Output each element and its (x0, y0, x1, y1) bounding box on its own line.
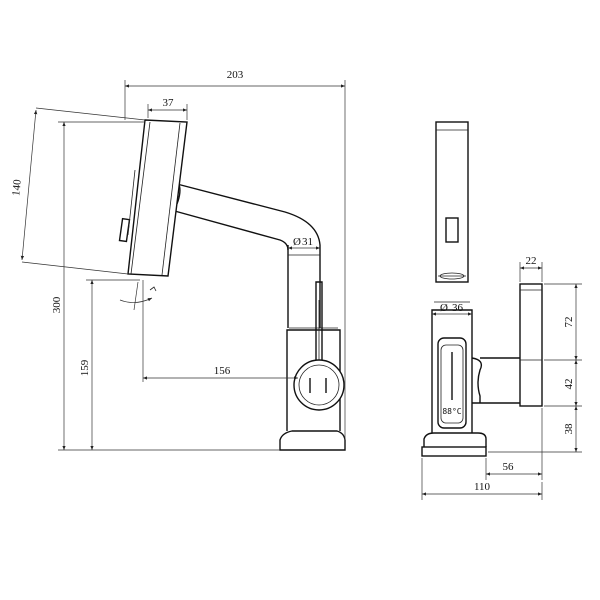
dim-reach: 156 (214, 365, 231, 377)
dim-spout-diameter-symbol: Ø (293, 236, 301, 248)
dim-base-width: 110 (474, 481, 491, 493)
dim-body-diameter-symbol: Ø (440, 302, 448, 314)
front-body (431, 309, 473, 433)
dim-overall-width: 203 (227, 69, 244, 81)
side-spout-arm (176, 183, 321, 246)
front-display-panel: 88°C (437, 337, 467, 429)
side-view: 203 37 140 300 159 156 Ø 31 (10, 69, 346, 451)
dim-spout-height: 159 (79, 359, 91, 376)
dim-lever-height: 42 (563, 379, 575, 390)
front-spray-column (435, 121, 469, 283)
dim-head-height: 140 (10, 178, 24, 196)
dim-base-height: 38 (563, 423, 575, 435)
dim-handle-height: 72 (563, 317, 575, 328)
dim-spout-diameter: 31 (302, 236, 313, 248)
side-base (279, 430, 346, 451)
dim-handle-width: 22 (526, 255, 537, 267)
side-spout-column (287, 245, 321, 328)
front-base (421, 446, 487, 457)
side-spray-head (118, 119, 188, 277)
dim-head-width: 37 (163, 97, 175, 109)
rotation-indicator (119, 281, 157, 311)
dim-handle-offset: 56 (503, 461, 515, 473)
front-handle-block (519, 283, 543, 407)
temperature-readout: 88°C (442, 407, 461, 416)
dim-total-height: 300 (51, 296, 63, 313)
dim-body-diameter: 36 (452, 302, 464, 314)
front-lever-connector (471, 357, 520, 404)
side-lever (315, 281, 323, 366)
side-knob (293, 359, 345, 411)
front-view: 88°C 22 72 42 38 Ø 36 56 (421, 121, 582, 500)
